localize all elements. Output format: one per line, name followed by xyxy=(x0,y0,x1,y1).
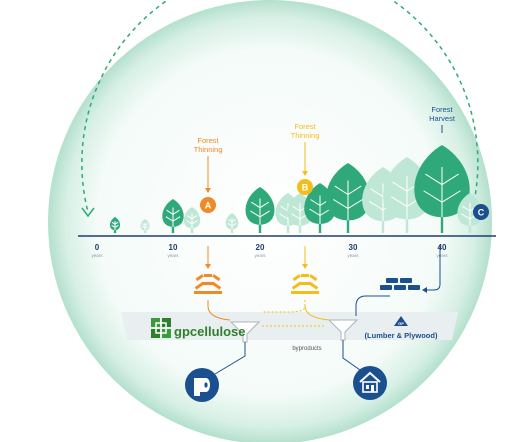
tree-growth-row xyxy=(109,145,483,233)
tree-icon xyxy=(245,187,275,233)
thinning-b-label-line1: Forest xyxy=(294,122,316,131)
badge-c-text: C xyxy=(478,208,485,218)
thinning-b-arrow xyxy=(302,171,308,176)
tree-icon xyxy=(414,145,470,233)
badge-a-text: A xyxy=(205,201,212,211)
thinning-a-label-line1: Forest xyxy=(197,136,219,145)
flow-to-toilet-paper xyxy=(214,342,246,375)
toilet-paper-icon xyxy=(185,368,219,402)
harvest-label-line2: Harvest xyxy=(429,114,456,123)
connector-a-arrow xyxy=(205,264,211,269)
cycle-arrow-head xyxy=(81,207,95,218)
tree-icon xyxy=(109,217,121,233)
badge-b: B xyxy=(297,179,313,195)
tick-unit-0: years xyxy=(91,253,103,258)
connector-c-arrow xyxy=(422,287,427,293)
connector-b-arrow xyxy=(302,264,308,269)
flow-b-to-lumber xyxy=(304,305,331,321)
gp-logo-text: GP xyxy=(398,321,404,326)
tree-icon xyxy=(325,163,371,233)
badge-a: A xyxy=(200,197,216,213)
tick-unit-10: years xyxy=(167,253,179,258)
lumber-stack-icon xyxy=(380,278,420,290)
gpcellulose-logo-icon xyxy=(151,318,171,338)
tree-icon xyxy=(162,199,184,233)
tick-value-40: 40 xyxy=(438,243,447,252)
tick-value-20: 20 xyxy=(256,243,265,252)
tick-unit-20: years xyxy=(254,253,266,258)
thinning-a-arrow xyxy=(205,188,211,193)
thinning-b-label-line2: Thinning xyxy=(291,131,320,140)
tick-unit-40: years xyxy=(436,253,448,258)
badge-b-text: B xyxy=(302,183,309,193)
funnel-icon xyxy=(229,321,261,343)
gp-logo-icon: GP xyxy=(394,316,408,326)
logs-icon xyxy=(291,274,319,294)
tick-value-0: 0 xyxy=(95,243,100,252)
funnel-icon xyxy=(327,319,359,341)
lumber-name: (Lumber & Plywood) xyxy=(365,331,438,340)
tick-value-30: 30 xyxy=(349,243,358,252)
tick-unit-30: years xyxy=(347,253,359,258)
thinning-a-label-line2: Thinning xyxy=(194,145,223,154)
facility-band xyxy=(121,312,458,340)
flow-a-to-cellulose xyxy=(207,300,231,321)
flow-b-to-cellulose xyxy=(262,300,306,313)
cellulose-name: gpcellulose xyxy=(174,324,246,339)
badge-c: C xyxy=(473,204,489,220)
tree-icon xyxy=(140,219,150,233)
flow-to-house xyxy=(342,340,361,371)
byproducts-label: byproducts xyxy=(292,346,321,352)
logs-icon xyxy=(194,274,222,294)
harvest-label-line1: Forest xyxy=(431,105,453,114)
connector-c-down xyxy=(424,246,441,291)
tick-value-10: 10 xyxy=(169,243,178,252)
tree-icon xyxy=(225,213,239,233)
flow-c-to-lumber xyxy=(355,295,390,316)
house-icon xyxy=(353,366,387,400)
tree-icon xyxy=(183,207,201,233)
